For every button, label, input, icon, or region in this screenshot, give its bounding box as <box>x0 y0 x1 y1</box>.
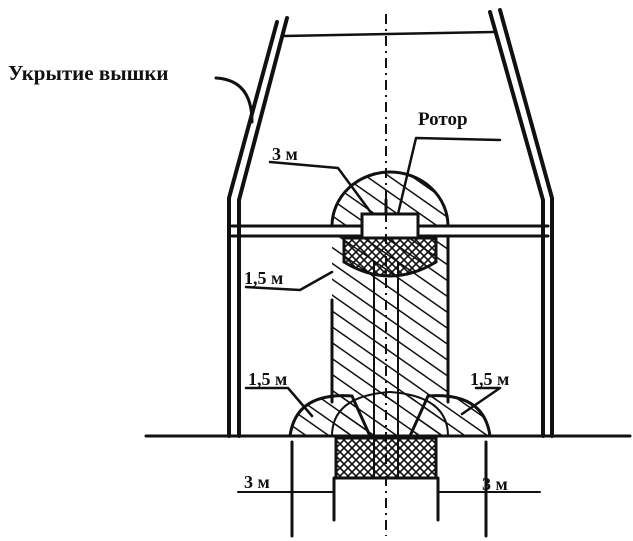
derrick-left-leg-inner <box>227 20 279 438</box>
derrick-top-bar <box>282 30 496 38</box>
leader-cover <box>214 76 254 124</box>
label-cover: Укрытие вышки <box>8 61 169 85</box>
label-3m-bottom-left: 3 м <box>244 472 270 492</box>
leader-15m-mid <box>244 270 334 292</box>
leader-rotor <box>396 136 502 216</box>
leader-15m-left <box>244 386 314 418</box>
label-rotor: Ротор <box>418 109 468 130</box>
leader-3m-top <box>268 160 374 216</box>
derrick-right-leg-inner <box>498 8 554 438</box>
hazard-zones <box>288 170 492 480</box>
wellhead-zone <box>330 390 450 437</box>
derrick-left-leg <box>237 16 289 438</box>
rotor-under-block <box>342 236 438 278</box>
leader-15m-right <box>460 386 502 416</box>
label-3m-top: 3 м <box>272 144 298 164</box>
leader-lines <box>214 76 502 418</box>
label-3m-bottom-right: 3 м <box>482 474 508 494</box>
label-15m-mid: 1,5 м <box>244 268 283 288</box>
label-15m-right: 1,5 м <box>470 369 509 389</box>
column-zone <box>332 236 448 402</box>
rotor-body <box>360 212 420 240</box>
label-15m-left: 1,5 м <box>248 369 287 389</box>
bottom-dimensions <box>237 440 541 538</box>
derrick-right-leg <box>488 10 545 438</box>
rotor <box>360 198 420 240</box>
